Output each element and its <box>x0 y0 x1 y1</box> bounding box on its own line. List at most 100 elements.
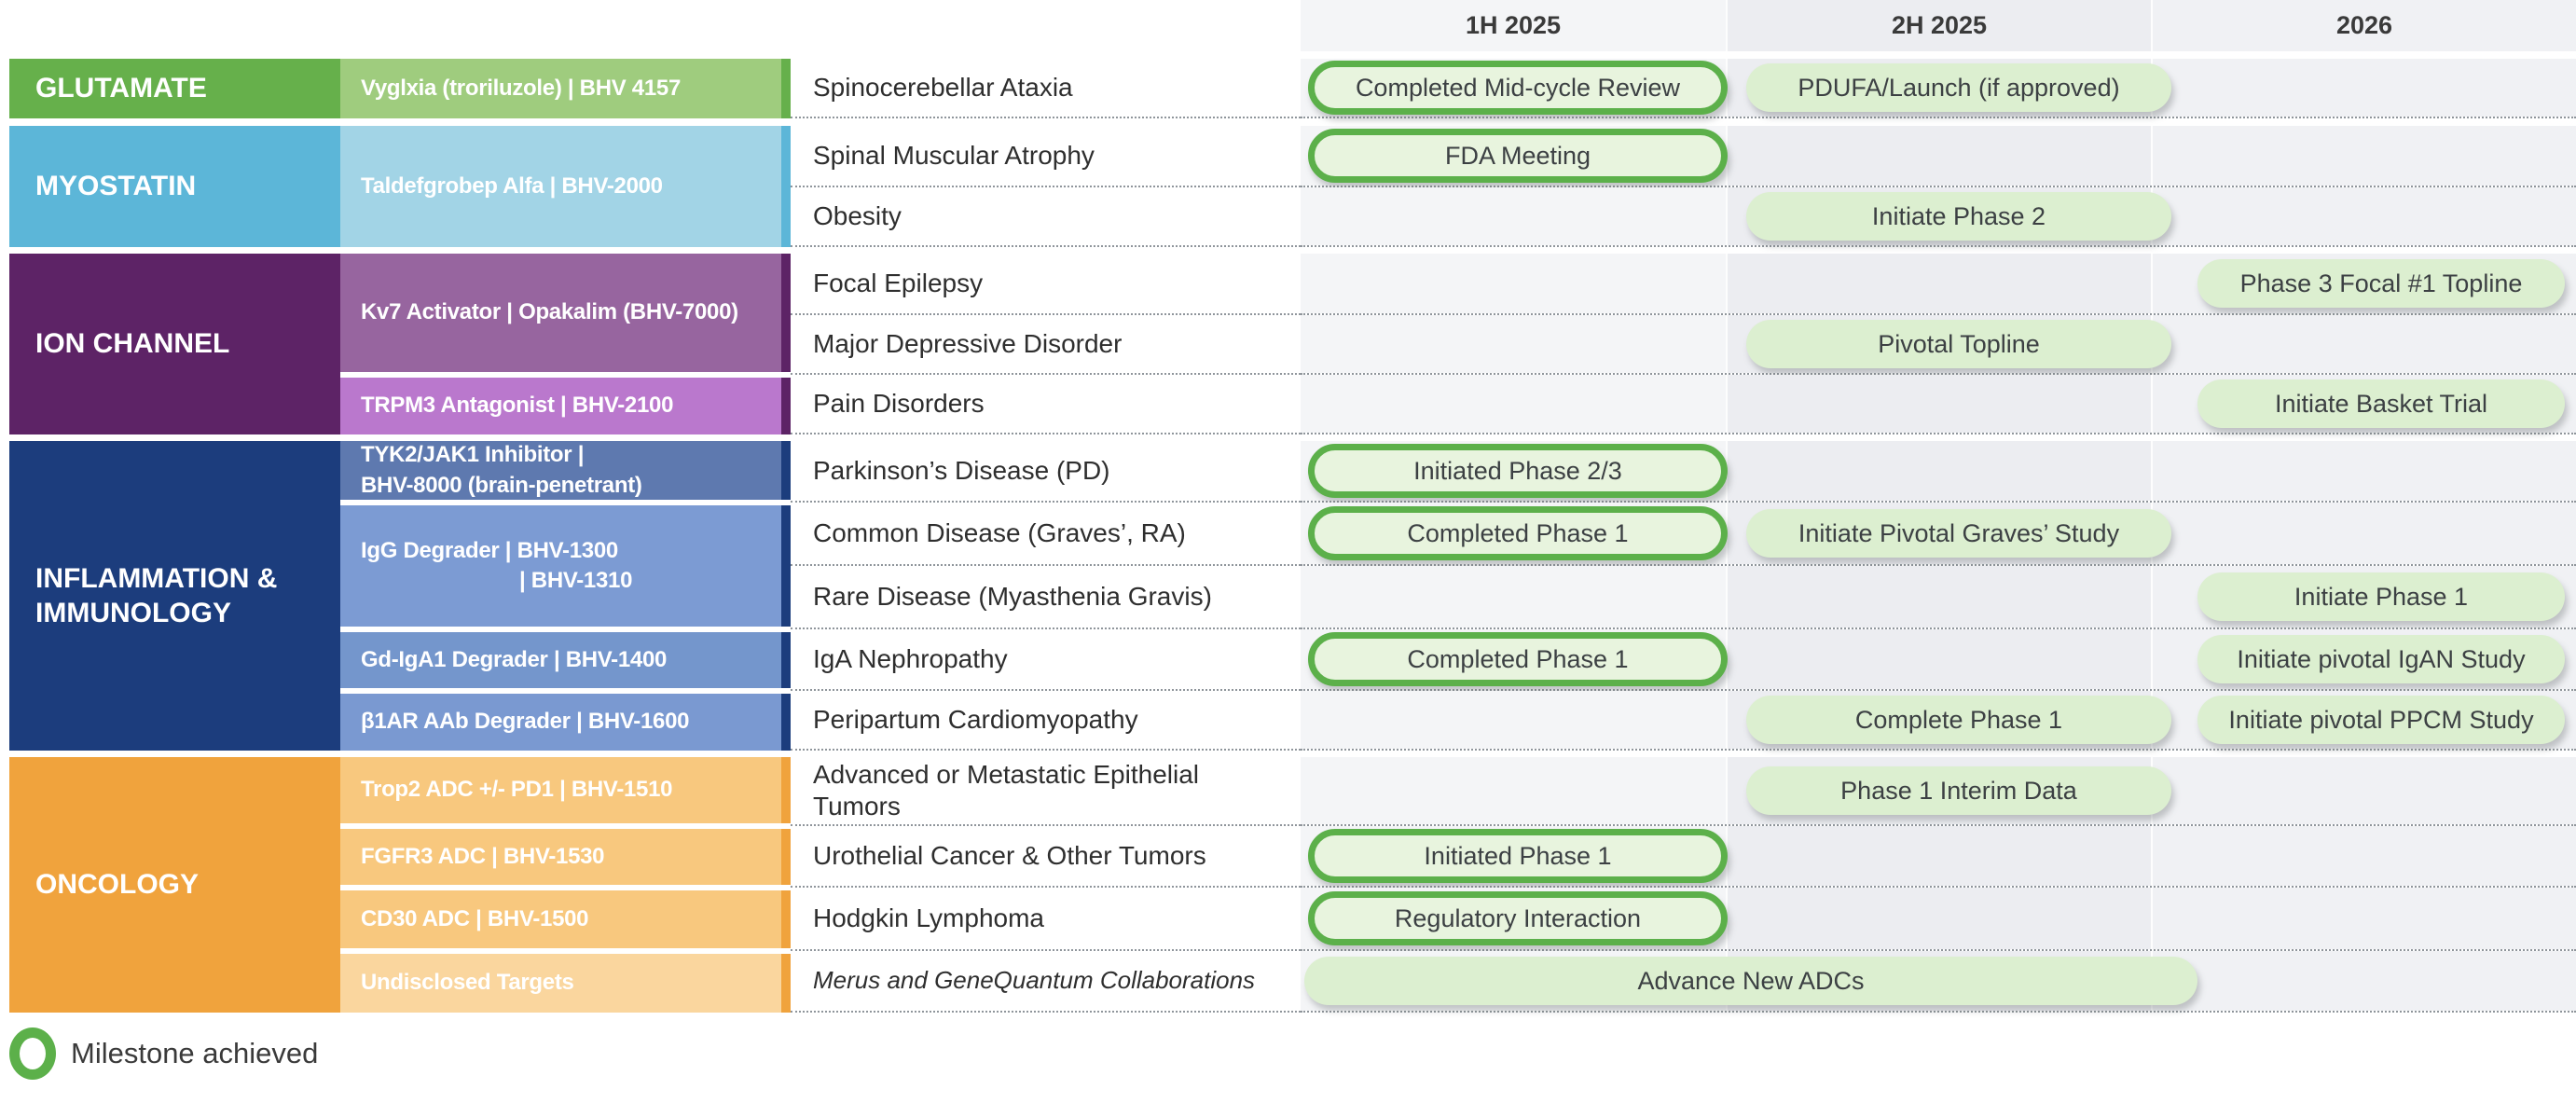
indication-obesity: Obesity <box>791 187 1301 247</box>
column-band-2h2025 <box>1726 254 2151 313</box>
drug-label: CD30 ADC | BHV-1500 <box>361 905 589 931</box>
timeline-row-hodgkin-lymphoma: Regulatory Interaction <box>1301 888 2576 951</box>
indication-label: Obesity <box>813 201 902 231</box>
drug-label: Vyglxia (troriluzole) | BHV 4157 <box>361 75 681 101</box>
legend: Milestone achieved <box>9 1027 2576 1080</box>
drug-cell-b1ar-aab-degrader: β1AR AAb Degrader | BHV-1600 <box>340 691 791 751</box>
indication-iga-nephropathy: IgA Nephropathy <box>791 629 1301 691</box>
drug-label: Kv7 Activator | Opakalim (BHV-7000) <box>361 299 738 325</box>
milestone-pill-achieved: Regulatory Interaction <box>1308 891 1728 945</box>
indication-label: Spinal Muscular Atrophy <box>813 141 1095 171</box>
pipeline-timeline-grid: 1H 2025 2H 2025 2026 GLUTAMATE Vyglxia (… <box>9 0 2576 1013</box>
indication-rare-disease-myasthenia-gravis: Rare Disease (Myasthenia Gravis) <box>791 566 1301 629</box>
drug-label: Taldefgrobep Alfa | BHV-2000 <box>361 172 663 199</box>
drug-cell-kv7-opakalim: Kv7 Activator | Opakalim (BHV-7000) <box>340 254 791 375</box>
column-band-2026 <box>2151 126 2576 186</box>
indication-label: Parkinson’s Disease (PD) <box>813 456 1110 486</box>
drug-cell-trop2-adc: Trop2 ADC +/- PD1 | BHV-1510 <box>340 757 791 826</box>
drug-label: TRPM3 Antagonist | BHV-2100 <box>361 393 674 419</box>
column-band-2h2025 <box>1726 441 2151 501</box>
drug-label: Undisclosed Targets <box>361 970 574 996</box>
drug-label-line2: BHV-8000 (brain-penetrant) <box>361 472 642 498</box>
section-label-myostatin: MYOSTATIN <box>9 126 340 247</box>
indication-label: Advanced or Metastatic Epithelial Tumors <box>813 760 1199 821</box>
milestone-pill: Phase 1 Interim Data <box>1746 766 2171 815</box>
timeline-row-epithelial-tumors: Phase 1 Interim Data <box>1301 757 2576 826</box>
drug-label: Trop2 ADC +/- PD1 | BHV-1510 <box>361 777 673 803</box>
section-label-ion-channel: ION CHANNEL <box>9 254 340 434</box>
indication-hodgkin-lymphoma: Hodgkin Lymphoma <box>791 888 1301 951</box>
indication-label: Peripartum Cardiomyopathy <box>813 705 1138 735</box>
indication-common-disease-graves-ra: Common Disease (Graves’, RA) <box>791 503 1301 566</box>
column-band-2026 <box>2151 315 2576 373</box>
drug-label-line1: IgG Degrader | BHV-1300 <box>361 537 618 563</box>
column-band-2h2025 <box>1726 566 2151 627</box>
drug-cell-taldefgrobep: Taldefgrobep Alfa | BHV-2000 <box>340 126 791 247</box>
indication-label: Focal Epilepsy <box>813 269 984 298</box>
indication-peripartum-cardiomyopathy: Peripartum Cardiomyopathy <box>791 691 1301 751</box>
column-band-2026 <box>2151 757 2576 824</box>
column-band-2026 <box>2151 888 2576 949</box>
indication-label: IgA Nephropathy <box>813 644 1008 674</box>
legend-label: Milestone achieved <box>71 1037 319 1069</box>
drug-cell-vyglxia: Vyglxia (troriluzole) | BHV 4157 <box>340 59 791 118</box>
timeline-row-obesity: Initiate Phase 2 <box>1301 187 2576 247</box>
timeline-row-urothelial-cancer: Initiated Phase 1 <box>1301 826 2576 888</box>
timeline-row-collaborations: Advance New ADCs <box>1301 951 2576 1013</box>
column-band-1h2025 <box>1301 566 1726 627</box>
drug-label: FGFR3 ADC | BHV-1530 <box>361 843 605 869</box>
milestone-pill-achieved: Completed Phase 1 <box>1308 632 1728 686</box>
milestone-pill: Phase 3 Focal #1 Topline <box>2197 259 2565 308</box>
indication-parkinsons-disease: Parkinson’s Disease (PD) <box>791 441 1301 503</box>
timeline-row-spinal-muscular-atrophy: FDA Meeting <box>1301 126 2576 187</box>
indication-label: Urothelial Cancer & Other Tumors <box>813 841 1206 871</box>
column-band-2h2025 <box>1726 126 2151 186</box>
milestone-pill: Initiate Phase 1 <box>2197 572 2565 621</box>
indication-label: Merus and GeneQuantum Collaborations <box>813 966 1256 995</box>
timeline-row-peripartum-cardiomyopathy: Complete Phase 1 Initiate pivotal PPCM S… <box>1301 691 2576 751</box>
milestone-pill: Initiate pivotal IgAN Study <box>2197 635 2565 683</box>
indication-merus-genequantum-collaborations: Merus and GeneQuantum Collaborations <box>791 951 1301 1013</box>
drug-cell-gd-iga1-degrader: Gd-IgA1 Degrader | BHV-1400 <box>340 629 791 691</box>
column-band-2h2025 <box>1726 826 2151 886</box>
milestone-pill: Initiate pivotal PPCM Study <box>2197 696 2565 744</box>
period-header-1h-2025: 1H 2025 <box>1301 0 1726 51</box>
period-header-2026: 2026 <box>2151 0 2576 51</box>
indication-spinocerebellar-ataxia: Spinocerebellar Ataxia <box>791 59 1301 118</box>
period-header: 1H 2025 2H 2025 2026 <box>1301 0 2576 51</box>
milestone-pill-achieved: Initiated Phase 1 <box>1308 829 1728 883</box>
column-band-2026 <box>2151 951 2576 1011</box>
column-band-1h2025 <box>1301 757 1726 824</box>
column-band-1h2025 <box>1301 254 1726 313</box>
drug-cell-fgfr3-adc: FGFR3 ADC | BHV-1530 <box>340 826 791 888</box>
column-band-1h2025 <box>1301 187 1726 245</box>
milestone-pill-achieved: Completed Phase 1 <box>1308 506 1728 560</box>
period-header-2h-2025: 2H 2025 <box>1726 0 2151 51</box>
column-band-2026 <box>2151 826 2576 886</box>
milestone-pill: Advance New ADCs <box>1304 957 2197 1005</box>
timeline-row-spinocerebellar-ataxia: Completed Mid-cycle Review PDUFA/Launch … <box>1301 59 2576 118</box>
column-band-2h2025 <box>1726 375 2151 433</box>
drug-cell-igg-degrader: IgG Degrader | BHV-1300 | BHV-1310 <box>340 503 791 629</box>
indication-label: Rare Disease (Myasthenia Gravis) <box>813 582 1212 612</box>
indication-label: Common Disease (Graves’, RA) <box>813 518 1186 548</box>
timeline-row-rare-disease: Initiate Phase 1 <box>1301 566 2576 629</box>
drug-cell-cd30-adc: CD30 ADC | BHV-1500 <box>340 888 791 951</box>
drug-cell-tyk2-jak1: TYK2/JAK1 Inhibitor | BHV-8000 (brain-pe… <box>340 441 791 503</box>
drug-cell-undisclosed-targets: Undisclosed Targets <box>340 951 791 1013</box>
milestone-pill: PDUFA/Launch (if approved) <box>1746 63 2171 112</box>
column-band-2026 <box>2151 187 2576 245</box>
indication-label: Major Depressive Disorder <box>813 329 1123 359</box>
column-band-2h2025 <box>1726 629 2151 689</box>
column-band-2h2025 <box>1726 888 2151 949</box>
column-band-1h2025 <box>1301 375 1726 433</box>
milestone-achieved-ring-icon <box>9 1027 56 1080</box>
milestone-pill-achieved: FDA Meeting <box>1308 129 1728 183</box>
milestone-pill: Initiate Basket Trial <box>2197 379 2565 428</box>
section-label-glutamate: GLUTAMATE <box>9 59 340 118</box>
timeline-row-common-disease: Completed Phase 1 Initiate Pivotal Grave… <box>1301 503 2576 566</box>
section-label-inflammation-immunology: INFLAMMATION & IMMUNOLOGY <box>9 441 340 751</box>
indication-label: Pain Disorders <box>813 389 985 419</box>
indication-label: Hodgkin Lymphoma <box>813 903 1044 933</box>
indication-urothelial-cancer: Urothelial Cancer & Other Tumors <box>791 826 1301 888</box>
